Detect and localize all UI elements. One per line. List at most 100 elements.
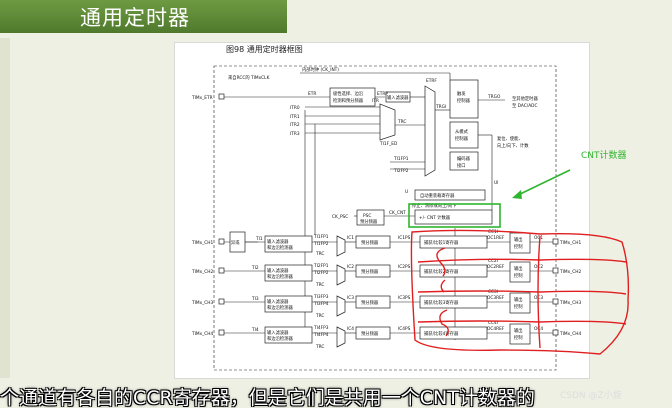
cnt-highlight-box — [408, 203, 501, 228]
out-ch3-label: TIMx_CH3 — [559, 300, 582, 306]
oc2-control — [509, 261, 531, 283]
arr-label: 自动重装载寄存器 — [420, 192, 455, 199]
ck-psc-label: CK_PSC — [332, 214, 348, 220]
ocref2-label: OC2REF — [487, 264, 505, 270]
ocref4-label: OC4REF — [487, 326, 505, 332]
ch2-pin-label: TIMx_CH2 — [191, 269, 214, 275]
ch1-tifp-a: TI1FP1 — [313, 234, 329, 240]
ch3-prescaler — [355, 295, 391, 309]
cc3-label: CC3I — [488, 289, 498, 295]
ch4-pin-label: TIMx_CH4 — [191, 331, 214, 337]
ic1-label: IC1 — [347, 235, 354, 241]
slave-ctrl-line1: 从模式 — [455, 128, 469, 135]
ch2-filter-line2: 和边沿检测器 — [267, 273, 293, 280]
ch3-tifp-b: TI3FP4 — [313, 301, 329, 307]
etr-pin-label: TIMx_ETR — [191, 95, 213, 101]
ch4-filter-line2: 和边沿检测器 — [267, 335, 293, 342]
cnt-block — [414, 209, 493, 225]
psc-block — [356, 209, 385, 226]
slide-subtitle: 个通道有各自的CCR寄存器，但是它们是共用一个CNT计数器的 — [0, 387, 535, 408]
ch1-prescaler-label: 预分频器 — [361, 239, 379, 246]
ch3-filter-line1: 输入滤波器 — [267, 298, 289, 305]
ch2-tifp-a: TI2FP1 — [313, 263, 329, 269]
oc1-label: OC1 — [534, 235, 543, 241]
ch4-pin — [218, 329, 225, 336]
xor-label: 异或 — [231, 239, 240, 246]
ccr1-register — [419, 235, 488, 249]
ck-cnt-label: CK_CNT — [389, 210, 406, 216]
ch2-trc: TRC — [315, 282, 324, 288]
ch3-trc: TRC — [315, 313, 324, 319]
cnt-arrow — [515, 169, 571, 197]
etr-label: ETR — [308, 91, 316, 97]
itr3-label: ITR3 — [290, 131, 300, 137]
ocref1-label: OC1REF — [487, 235, 505, 241]
ccr4-label: 捕获/比较4寄存器 — [424, 330, 459, 337]
oc1-ctrl-line2: 控制 — [514, 243, 523, 250]
ch4-prescaler-label: 预分频器 — [361, 330, 379, 337]
itr2-label: ITR2 — [290, 122, 300, 128]
trigger-ctrl-line2: 控制器 — [457, 97, 471, 104]
ic4-label: IC4 — [347, 326, 354, 332]
polarity-block — [329, 87, 376, 107]
ch1-tifp-b: TI1FP2 — [313, 241, 329, 247]
ch1-filter-line2: 和边沿检测器 — [267, 244, 293, 251]
encoder-line2: 接口 — [457, 162, 466, 169]
psc-line1: PSC — [363, 213, 371, 219]
ic1ps-label: IC1PS — [398, 235, 411, 241]
itr1-label: ITR1 — [290, 114, 300, 120]
ic4ps-label: IC4PS — [398, 326, 411, 332]
figure-caption: 图98 通用定时器框图 — [226, 45, 303, 54]
etrf-label: ETRF — [426, 78, 437, 84]
psc-line2: 预分频器 — [360, 218, 378, 225]
ccr2-label: 捕获/比较2寄存器 — [424, 268, 459, 275]
u-label: U — [405, 189, 408, 195]
rcc-label: 来自RCC的 TIMxCLK — [228, 74, 270, 81]
ch3-prescaler-label: 预分频器 — [361, 299, 379, 306]
ch4-tifp-a: TI4FP3 — [313, 325, 329, 331]
reset-line2: 向上/向下、计数 — [497, 142, 529, 149]
ch3-tifp-a: TI3FP3 — [313, 294, 329, 300]
cc2-label: CC2I — [488, 258, 498, 264]
ic2-label: IC2 — [347, 264, 354, 270]
oc1-control — [509, 232, 531, 254]
ch1-pin-label: TIMx_CH1 — [191, 240, 214, 246]
oc1-pin — [552, 238, 559, 245]
ch1-prescaler — [355, 235, 391, 249]
red-annotations — [410, 229, 630, 355]
trgo-dest-line2: 至 DAC/ADC — [512, 103, 537, 109]
ti1fp1-top-label: TI1FP1 — [393, 156, 409, 162]
etr-filter-block — [385, 91, 411, 103]
out-ch2-label: TIMx_CH2 — [559, 269, 582, 275]
ch2-prescaler — [355, 264, 391, 278]
stop-label: 停止、清除或向上/向下 — [412, 202, 457, 209]
ccr2-register — [419, 264, 488, 278]
ch2-filter — [264, 264, 313, 282]
oc3-control — [509, 292, 531, 314]
polarity-line2: 检测和预分频器 — [333, 97, 364, 104]
oc4-pin — [552, 329, 559, 336]
trigger-controller — [449, 79, 479, 119]
cc1-label: CC1I — [488, 229, 498, 235]
itr-label: ITR — [372, 98, 379, 104]
title-bar: 通用定时器 — [0, 0, 287, 33]
etrp-label: ETRP — [377, 91, 388, 97]
ch2-filter-line1: 输入滤波器 — [267, 267, 289, 274]
etr-pin — [218, 93, 225, 100]
ch1-trc: TRC — [315, 251, 324, 257]
ch4-tifp-b: TI4FP4 — [313, 332, 329, 338]
encoder-line1: 编码器 — [457, 155, 471, 162]
ch3-filter-line2: 和边沿检测器 — [267, 304, 293, 311]
out-ch1-label: TIMx_CH1 — [559, 240, 582, 246]
encoder-interface — [449, 151, 479, 171]
ch4-prescaler — [355, 326, 391, 340]
ch1-filter — [264, 235, 313, 253]
ch1-filter-line1: 输入滤波器 — [267, 238, 289, 245]
slave-ctrl-line2: 控制器 — [455, 135, 469, 142]
ch3-pin — [218, 298, 225, 305]
ch4-filter-line1: 输入滤波器 — [267, 329, 289, 336]
out-ch4-label: TIMx_CH4 — [559, 331, 582, 337]
cnt-annotation-label: CNT计数器 — [581, 149, 627, 161]
trgi-label: TRGI — [435, 104, 446, 110]
